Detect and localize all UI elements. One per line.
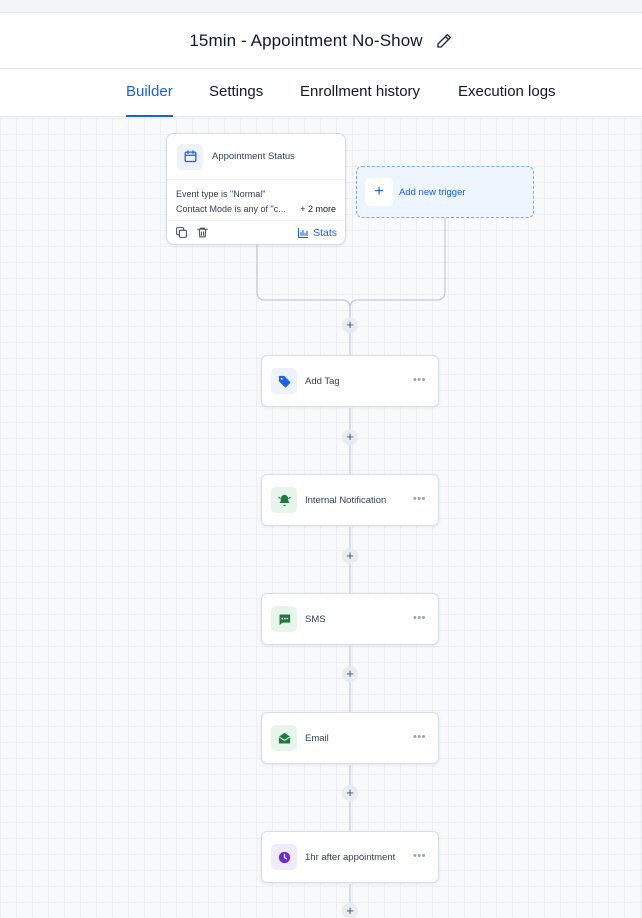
delete-icon[interactable] xyxy=(196,226,210,240)
tab-settings[interactable]: Settings xyxy=(209,83,264,100)
tab-builder[interactable]: Builder xyxy=(126,69,173,117)
calendar-icon xyxy=(177,143,203,170)
more-options-icon[interactable]: ••• xyxy=(412,850,426,862)
tab-enrollment-history[interactable]: Enrollment history xyxy=(300,83,421,100)
trigger-card[interactable]: Appointment Status Event type is "Normal… xyxy=(166,133,346,245)
action-add-tag[interactable]: Add Tag ••• xyxy=(261,355,439,407)
action-internal-notification[interactable]: Internal Notification ••• xyxy=(261,474,439,526)
stats-button[interactable]: Stats xyxy=(297,227,337,239)
action-label: Internal Notification xyxy=(305,494,387,506)
add-step-button[interactable]: + xyxy=(342,317,358,333)
tab-execution-logs[interactable]: Execution logs xyxy=(458,83,556,100)
action-wait[interactable]: 1hr after appointment ••• xyxy=(261,831,439,883)
workflow-title: 15min - Appointment No-Show xyxy=(189,30,423,50)
action-label: SMS xyxy=(305,613,326,625)
more-options-icon[interactable]: ••• xyxy=(412,493,426,505)
add-step-button[interactable]: + xyxy=(342,548,358,564)
action-sms[interactable]: SMS ••• xyxy=(261,593,439,645)
action-label: Email xyxy=(305,732,329,744)
plus-icon: + xyxy=(365,178,393,206)
action-email[interactable]: Email ••• xyxy=(261,712,439,764)
add-step-button[interactable]: + xyxy=(342,429,358,445)
email-icon xyxy=(271,725,297,751)
bar-chart-icon xyxy=(298,227,309,238)
action-label: Add Tag xyxy=(305,375,340,387)
copy-icon[interactable] xyxy=(175,226,189,240)
trigger-title: Appointment Status xyxy=(212,151,295,162)
trigger-condition: Contact Mode is any of "c... xyxy=(176,204,286,214)
bell-icon xyxy=(271,487,297,513)
more-conditions-link[interactable]: + 2 more xyxy=(300,204,336,214)
tag-icon xyxy=(271,368,297,394)
more-options-icon[interactable]: ••• xyxy=(412,731,426,743)
action-label: 1hr after appointment xyxy=(305,851,396,863)
clock-icon xyxy=(271,844,297,870)
title-bar: 15min - Appointment No-Show xyxy=(0,13,642,69)
edit-title-icon[interactable] xyxy=(435,32,453,50)
add-step-button[interactable]: + xyxy=(342,903,358,918)
add-new-trigger-button[interactable]: + Add new trigger xyxy=(356,166,534,218)
add-step-button[interactable]: + xyxy=(342,666,358,682)
stats-label: Stats xyxy=(313,226,337,239)
add-trigger-label: Add new trigger xyxy=(399,186,466,198)
top-strip xyxy=(0,0,642,13)
add-step-button[interactable]: + xyxy=(342,785,358,801)
tab-bar: Builder Settings Enrollment history Exec… xyxy=(0,69,642,117)
sms-icon xyxy=(271,606,297,632)
more-options-icon[interactable]: ••• xyxy=(412,374,426,386)
workflow-canvas[interactable]: Appointment Status Event type is "Normal… xyxy=(0,118,642,918)
trigger-condition: Event type is "Normal" xyxy=(176,189,266,199)
more-options-icon[interactable]: ••• xyxy=(412,612,426,624)
